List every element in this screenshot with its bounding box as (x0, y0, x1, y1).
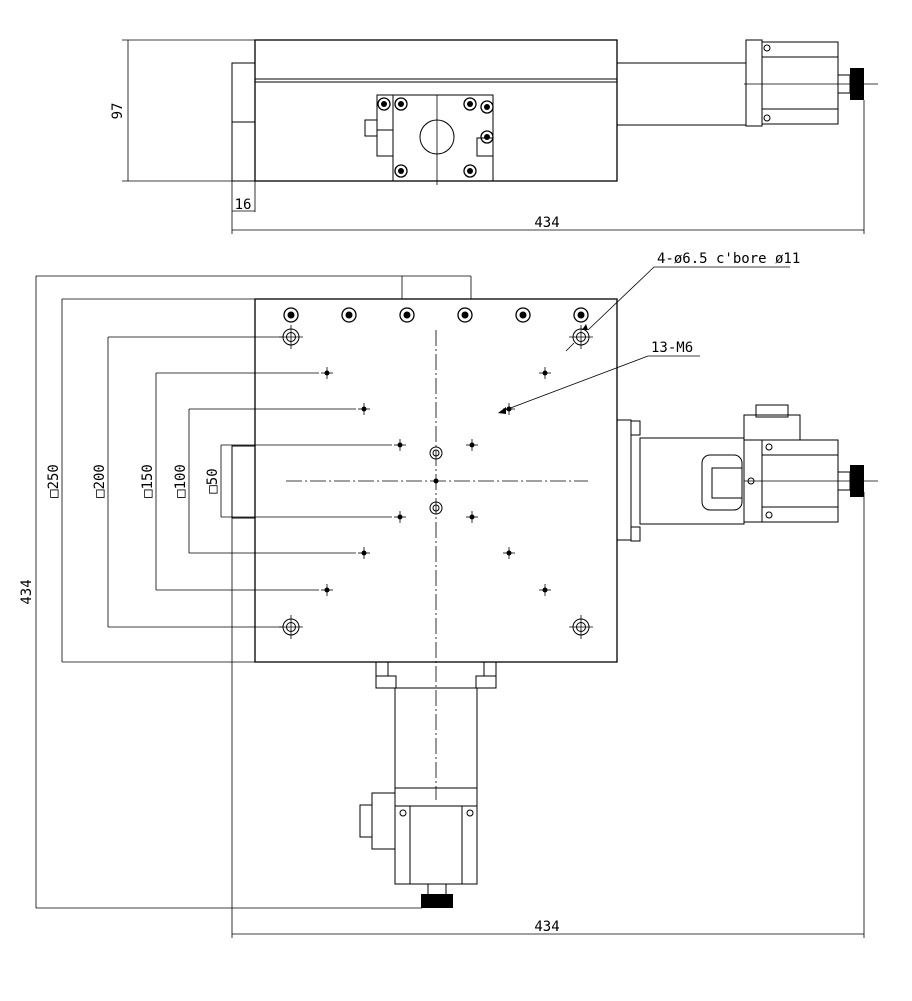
dim-sq250: □250 (46, 464, 62, 498)
leaders (498, 266, 790, 414)
dim-overall-height: 434 (19, 579, 35, 604)
dim-sq200: □200 (92, 464, 108, 498)
side-view (122, 39, 878, 234)
callout-cbore: 4-ø6.5 c'bore ø11 (657, 251, 800, 267)
dim-bottom-width: 434 (534, 919, 559, 935)
square-dimensions (36, 275, 472, 663)
dim-top-height: 97 (110, 103, 126, 120)
top-row-holes (283, 307, 589, 323)
dim-top-width: 434 (534, 215, 559, 231)
right-motor (616, 404, 878, 542)
bottom-motor (359, 661, 497, 908)
dim-top-offset: 16 (235, 197, 252, 213)
dim-sq150: □150 (140, 464, 156, 498)
dim-sq100: □100 (173, 464, 189, 498)
callout-tapped: 13-M6 (651, 340, 693, 356)
plan-view (35, 266, 878, 938)
dim-sq50: □50 (205, 468, 221, 493)
